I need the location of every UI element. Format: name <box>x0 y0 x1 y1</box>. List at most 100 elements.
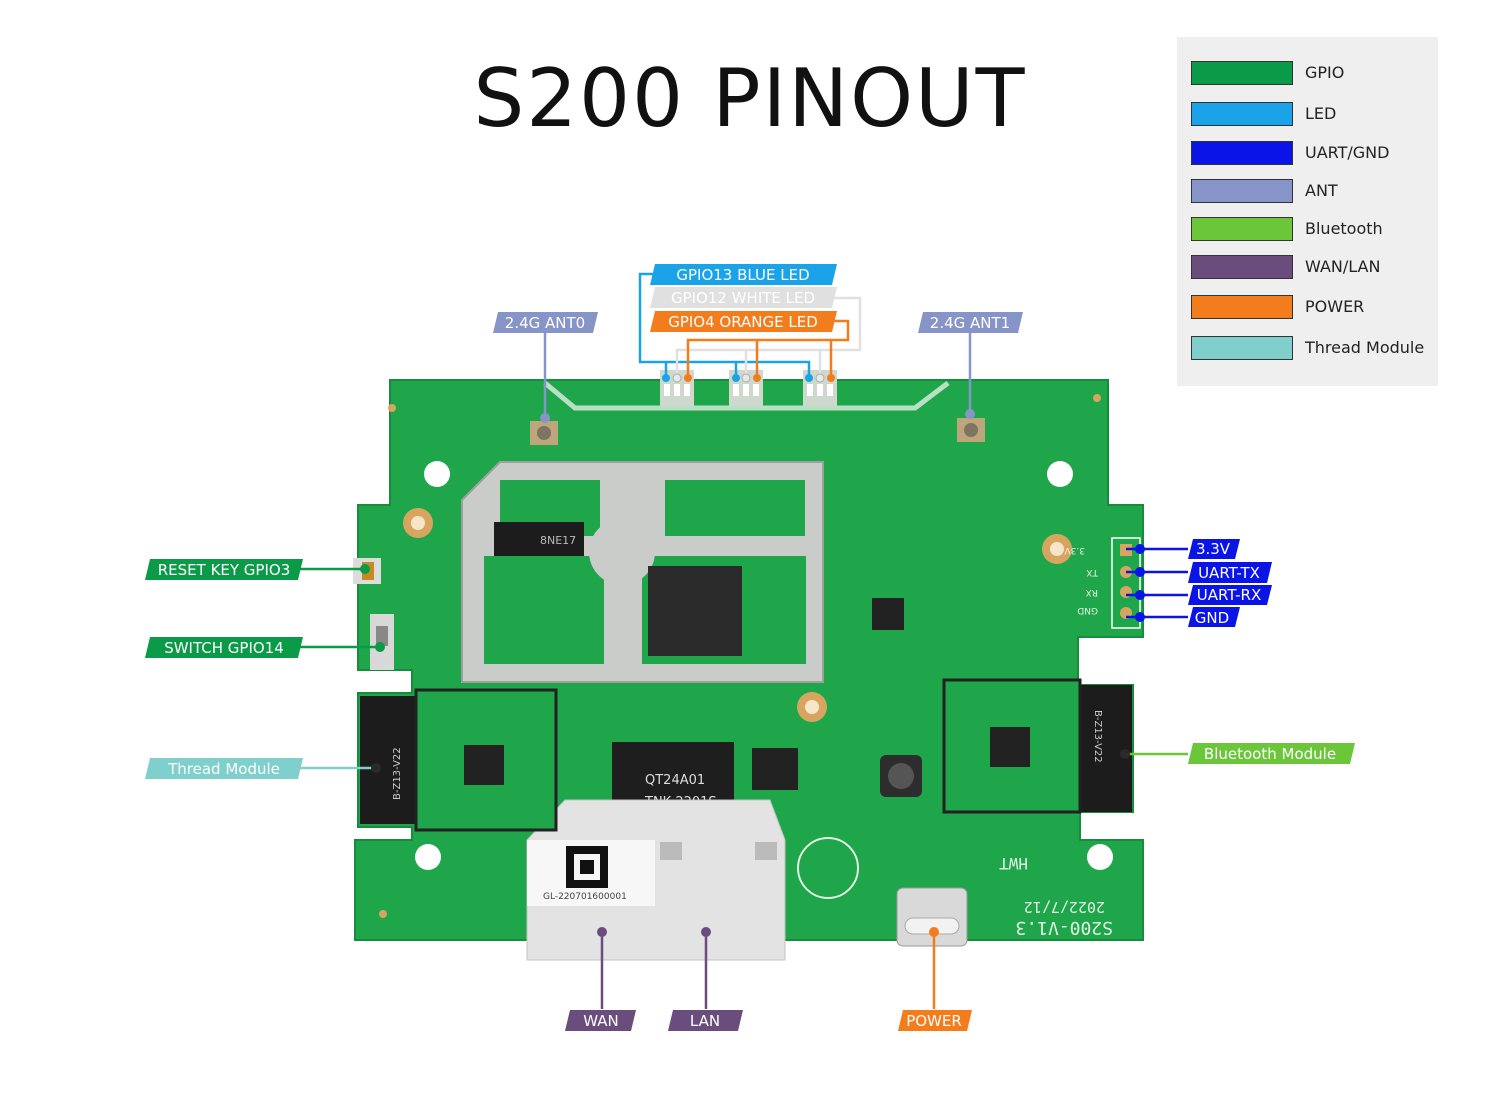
legend-label: ANT <box>1305 181 1338 200</box>
white-led-dot <box>815 373 825 383</box>
orange-led-dot <box>753 374 761 382</box>
soc-chip <box>648 566 742 656</box>
orange-led-label: GPIO4 ORANGE LED <box>650 311 837 332</box>
orange-led-leader <box>686 319 850 378</box>
silk-3v3: 3.3V <box>1064 545 1085 555</box>
blue-led-label-text: GPIO13 BLUE LED <box>676 266 809 284</box>
page-title: S200 PINOUT <box>473 52 1027 145</box>
legend-label: LED <box>1305 104 1337 123</box>
brass-pad-inner <box>1050 542 1064 556</box>
legend-swatch <box>1191 61 1293 85</box>
legend-swatch <box>1191 295 1293 319</box>
switch-dot <box>375 642 385 652</box>
silk-gnd: GND <box>1077 605 1098 615</box>
mount-hole <box>1087 844 1113 870</box>
phy-chip <box>872 598 904 630</box>
wan-label: WAN <box>565 1010 636 1031</box>
switch-label-text: SWITCH GPIO14 <box>164 639 284 657</box>
legend-label: GPIO <box>1305 63 1345 82</box>
silk-version: S200-V1.3 <box>1015 917 1113 938</box>
gnd-dot <box>1135 612 1145 622</box>
legend-swatch <box>1191 141 1293 165</box>
tx-dot <box>1135 567 1145 577</box>
rx-dot <box>1135 590 1145 600</box>
ant1-dot <box>965 409 975 419</box>
ufl-connector-center <box>537 426 551 440</box>
v33-label-text: 3.3V <box>1196 540 1231 558</box>
mount-hole <box>415 844 441 870</box>
lan-label: LAN <box>668 1010 743 1031</box>
lan-dot <box>701 927 711 937</box>
blue-led-dot <box>805 374 813 382</box>
usb-c-port <box>896 887 968 947</box>
power-dot <box>929 927 939 937</box>
legend-swatch <box>1191 255 1293 279</box>
white-led-label: GPIO12 WHITE LED <box>650 287 837 308</box>
ram-chip-label: 8NE17 <box>540 534 576 547</box>
wan-dot <box>597 927 607 937</box>
legend-swatch <box>1191 217 1293 241</box>
reset-label: RESET KEY GPIO3 <box>145 559 303 580</box>
bluetooth-module-chip <box>990 727 1030 767</box>
silk-hwt: HWT <box>999 854 1028 873</box>
power-label-text: POWER <box>906 1012 962 1030</box>
legend-swatch <box>1191 336 1293 360</box>
blue-led-leader <box>638 272 811 378</box>
uart-rx-label-text: UART-RX <box>1197 586 1261 604</box>
ant1-label-text: 2.4G ANT1 <box>930 314 1010 332</box>
thread-label-text: Thread Module <box>167 760 280 778</box>
gnd-label: GND <box>1188 607 1240 627</box>
bluetooth-dot <box>1120 749 1130 759</box>
wan-label-text: WAN <box>583 1012 619 1030</box>
v33-label: 3.3V <box>1188 539 1240 559</box>
uart-tx-label: UART-TX <box>1188 562 1272 583</box>
inductor-core <box>888 763 914 789</box>
pcb-board: 8NE17 TNK 2201S QT24A01 GL-220701600001 … <box>353 370 1144 961</box>
ant1-label: 2.4G ANT1 <box>918 312 1023 333</box>
gnd-label-text: GND <box>1195 609 1229 627</box>
ufl-connector-center <box>964 423 978 437</box>
ant0-label: 2.4G ANT0 <box>493 312 598 333</box>
lan-label-text: LAN <box>690 1012 720 1030</box>
white-led-dot <box>741 373 751 383</box>
via-pad <box>379 910 387 918</box>
qr-code-dot <box>580 860 594 874</box>
silk-tx: TX <box>1086 567 1099 577</box>
ant0-label-text: 2.4G ANT0 <box>505 314 585 332</box>
bluetooth-label: Bluetooth Module <box>1188 743 1355 764</box>
antenna-trace <box>543 381 950 411</box>
thread-dot <box>371 763 381 773</box>
brass-pad-inner <box>805 700 819 714</box>
blue-led-dot <box>662 374 670 382</box>
label-boxes: GPIO13 BLUE LED GPIO12 WHITE LED GPIO4 O… <box>145 264 1355 1031</box>
endpoint-dots <box>360 373 1145 937</box>
rf-shield <box>461 461 824 683</box>
legend-swatch <box>1191 102 1293 126</box>
mount-hole <box>1047 461 1073 487</box>
flash-chip <box>752 748 798 790</box>
reset-label-text: RESET KEY GPIO3 <box>158 561 291 579</box>
thread-module-chip <box>464 745 504 785</box>
thread-label: Thread Module <box>145 758 303 779</box>
orange-led-dot <box>827 374 835 382</box>
slide-switch-knob <box>376 626 388 646</box>
legend-swatch <box>1191 179 1293 203</box>
legend-label: Bluetooth <box>1305 219 1383 238</box>
brass-pad-inner <box>411 516 425 530</box>
legend-label: POWER <box>1305 297 1365 316</box>
ram-chip <box>494 522 584 556</box>
jack-latch <box>755 842 777 860</box>
white-led-label-text: GPIO12 WHITE LED <box>671 289 815 307</box>
legend-label: WAN/LAN <box>1305 257 1381 276</box>
jack-latch <box>660 842 682 860</box>
silk-date: 2022/7/12 <box>1024 898 1105 916</box>
legend-label: Thread Module <box>1305 338 1425 357</box>
legend: GPIO LED UART/GND ANT Bluetooth WAN/LAN … <box>1177 37 1438 386</box>
ant0-dot <box>540 413 550 423</box>
white-led-dot <box>672 373 682 383</box>
power-label: POWER <box>898 1010 972 1031</box>
blue-led-label: GPIO13 BLUE LED <box>650 264 837 285</box>
qr-caption: GL-220701600001 <box>543 892 627 902</box>
silk-rx: RX <box>1086 587 1098 597</box>
